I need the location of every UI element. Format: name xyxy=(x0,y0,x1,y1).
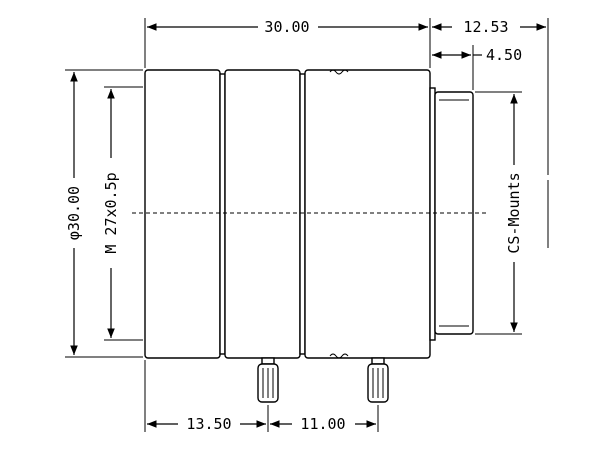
dim-flange-offset: 4.50 xyxy=(486,46,522,64)
ring-gap-1 xyxy=(219,73,226,355)
locking-screw-2 xyxy=(367,357,389,403)
dim-mount-type: CS-Mounts xyxy=(505,172,523,253)
locking-screw-1 xyxy=(257,357,279,403)
front-ring xyxy=(144,69,221,359)
dim-overall-length: 30.00 xyxy=(264,18,309,36)
wave-mark-bottom xyxy=(329,353,349,359)
dim-screw-spacing: 11.00 xyxy=(300,415,345,433)
wave-mark-top xyxy=(329,69,349,75)
dim-mount-total: 12.53 xyxy=(463,18,508,36)
dim-screw1-offset: 13.50 xyxy=(186,415,231,433)
mount-step xyxy=(429,87,436,341)
focus-ring xyxy=(224,69,301,359)
ring-gap-2 xyxy=(299,73,306,355)
dim-diameter: φ30.00 xyxy=(65,186,83,240)
dim-thread: M 27x0.5p xyxy=(102,172,120,253)
rear-barrel xyxy=(304,69,431,359)
